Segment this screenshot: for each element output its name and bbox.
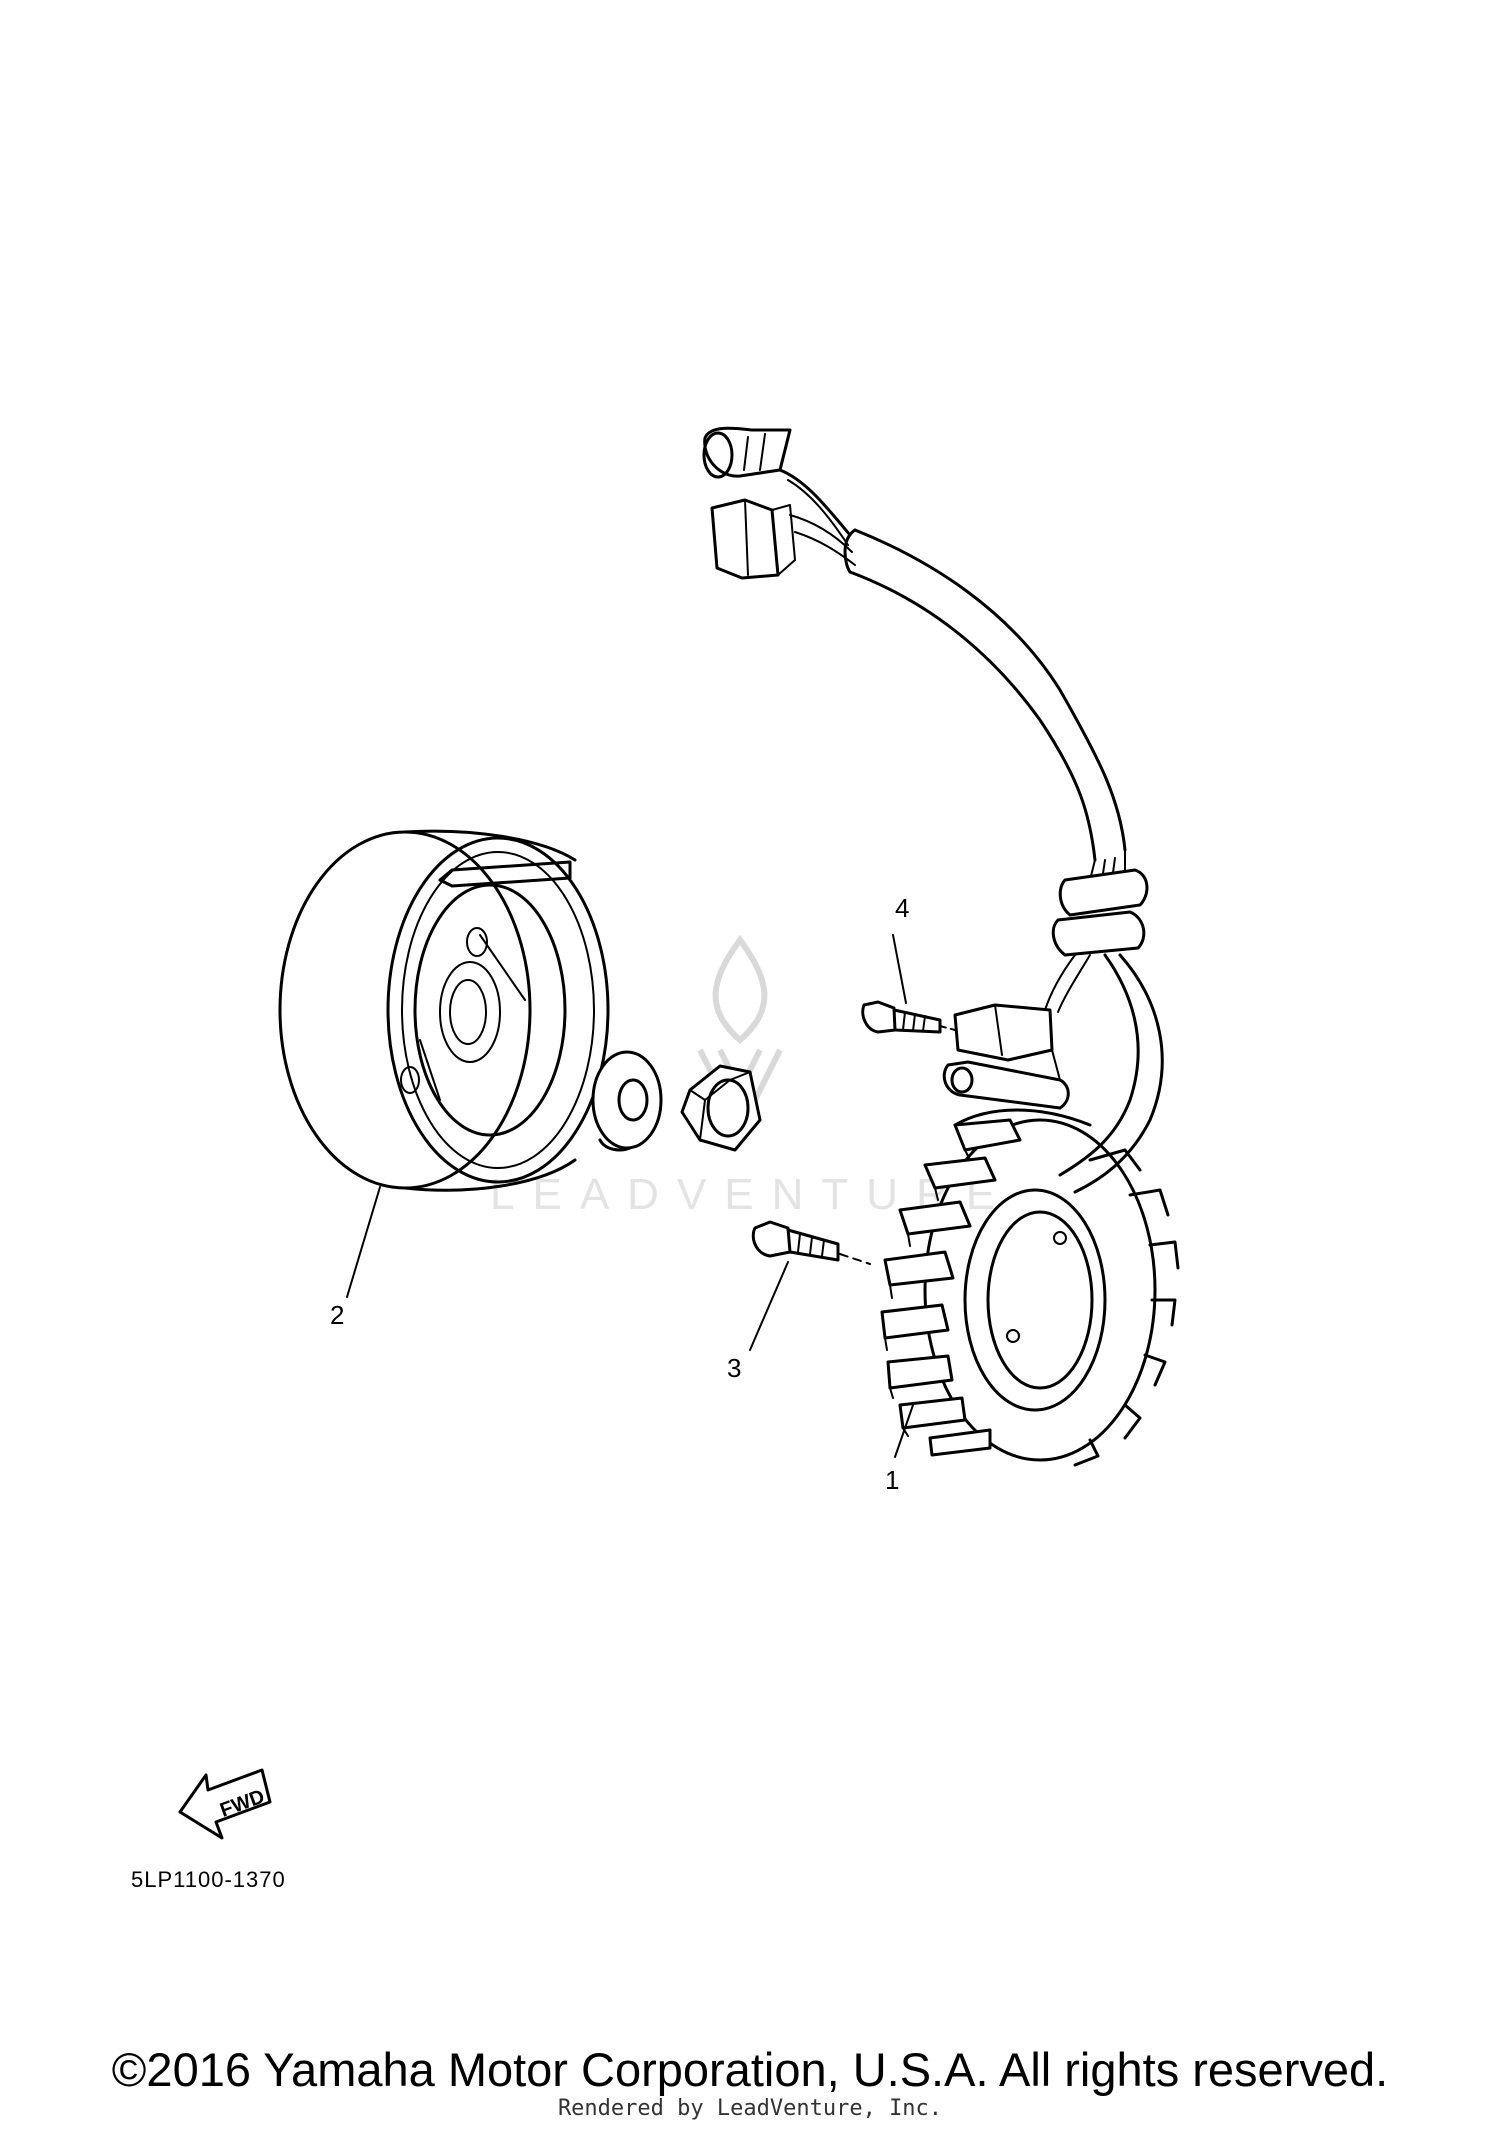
leader-lines [346,934,914,1458]
flywheel-rotor [278,829,610,1192]
diagram-code: 5LP1100-1370 [131,1867,286,1892]
screw-3 [751,1220,871,1265]
washer [591,1050,663,1152]
screw-4 [861,1000,956,1034]
callout-3: 3 [727,1353,742,1383]
rendered-by-credit: Rendered by LeadVenture, Inc. [557,2096,943,2121]
hex-nut [680,1064,762,1152]
callout-1: 1 [885,1465,900,1495]
pickup-coil [942,1003,1070,1110]
wire-harness [702,426,1164,1194]
stator-coil [880,1108,1180,1467]
callout-2: 2 [330,1300,345,1330]
copyright-notice: ©2016 Yamaha Motor Corporation, U.S.A. A… [111,2043,1389,2096]
fwd-arrow-icon: FWD [178,1768,272,1840]
callout-4: 4 [895,893,910,923]
